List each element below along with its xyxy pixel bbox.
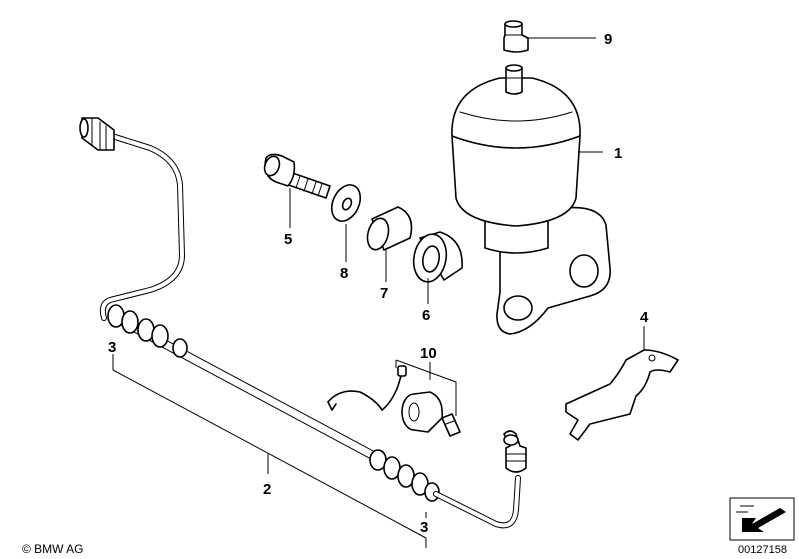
callout-10: 10	[420, 345, 437, 362]
part-4-bracket	[565, 349, 679, 441]
callout-2: 2	[263, 481, 271, 498]
callout-numbers: 1 2 3 3 4 5 6 7 8 9 10	[108, 31, 649, 536]
part-9-cap	[503, 20, 529, 53]
part-6-rubber-mount	[412, 231, 463, 283]
copyright-text: © BMW AG	[22, 542, 84, 556]
callout-1: 1	[614, 145, 622, 162]
callout-brackets	[112, 354, 427, 548]
part-7-sleeve	[366, 206, 413, 251]
callout-4: 4	[640, 309, 649, 326]
callout-9: 9	[604, 31, 612, 48]
part-2-brake-line	[79, 117, 527, 529]
callout-5: 5	[284, 231, 292, 248]
part-8-washer	[330, 184, 362, 222]
callout-6: 6	[422, 307, 430, 324]
view-direction-icon	[729, 497, 795, 541]
callout-8: 8	[340, 265, 348, 282]
callout-3-left: 3	[108, 339, 116, 356]
part-10-clip-set	[327, 365, 461, 437]
callout-7: 7	[380, 285, 388, 302]
part-1-accumulator	[451, 64, 611, 335]
leader-lines	[289, 37, 645, 416]
callout-3-right: 3	[420, 519, 428, 536]
part-5-bolt	[263, 153, 331, 199]
document-id: 00127158	[738, 544, 787, 556]
